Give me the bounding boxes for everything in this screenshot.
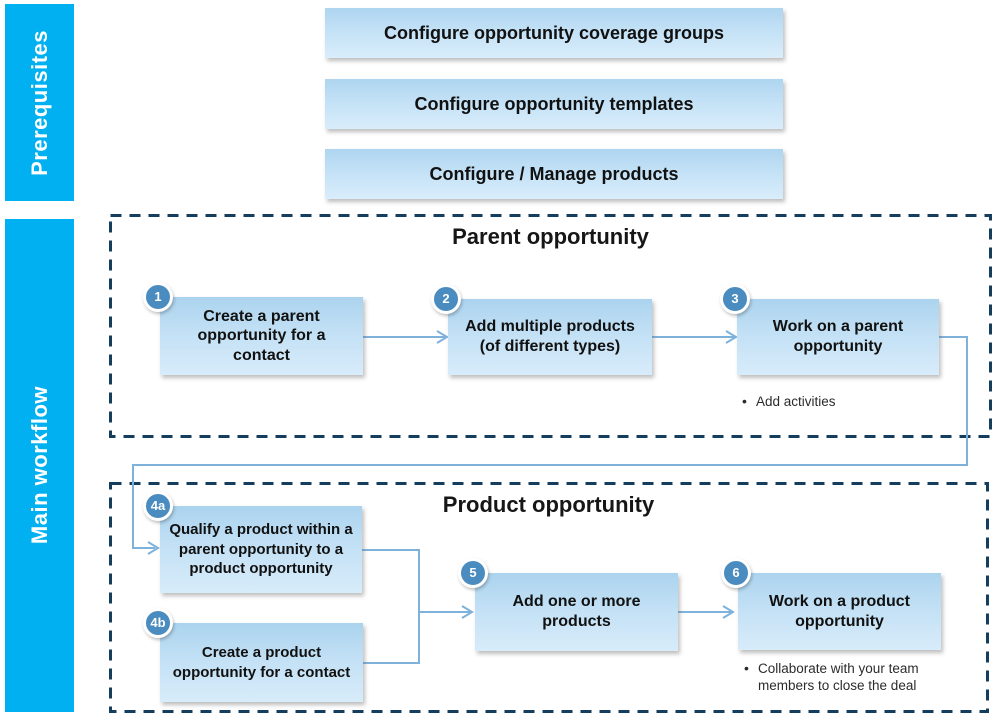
prerequisite-box-coverage-groups: Configure opportunity coverage groups [325, 8, 783, 58]
step-badge-6: 6 [721, 558, 751, 588]
step-label-5: Add one or more products [512, 593, 641, 630]
step-box-3: 3 Work on a parent opportunity [720, 284, 939, 375]
prerequisites-sidebar-label: Prerequisites [26, 29, 52, 176]
step-box-2: 2 Add multiple products (of different ty… [431, 284, 652, 375]
step-badge-4a: 4a [143, 491, 173, 521]
step-badge-3: 3 [720, 284, 750, 314]
prerequisite-label: Configure opportunity coverage groups [383, 22, 724, 43]
connector-step4a-merge [362, 549, 420, 612]
step-label-3: Work on a parent opportunity [772, 318, 904, 355]
step-box-4a: 4a Qualify a product within a parent opp… [143, 491, 362, 593]
prerequisite-label: Configure opportunity templates [414, 93, 694, 114]
arrowhead-step5 [461, 605, 474, 619]
step-box-6: 6 Work on a product opportunity [721, 558, 941, 650]
step-label-6: Work on a product opportunity [768, 592, 911, 630]
prerequisite-box-products: Configure / Manage products [325, 149, 783, 199]
arrowhead-step3 [725, 330, 738, 344]
step-badge-1: 1 [143, 282, 173, 312]
arrowhead-step4a [147, 541, 160, 555]
step-box-5: 5 Add one or more products [458, 558, 678, 651]
connector-step4b-merge [363, 612, 420, 664]
step-badge-2: 2 [431, 284, 461, 314]
step-label-4a: Qualify a product within a parent opport… [169, 521, 353, 578]
prerequisite-label: Configure / Manage products [429, 163, 679, 184]
parent-section-title: Parent opportunity [452, 224, 649, 249]
main-workflow-sidebar-label: Main workflow [26, 386, 52, 545]
arrowhead-step6 [722, 605, 735, 619]
main-workflow-sidebar-bar: Main workflow [5, 219, 74, 712]
step-3-note: Add activities [740, 393, 950, 411]
product-section-title: Product opportunity [442, 492, 655, 517]
step-box-4b: 4b Create a product opportunity for a co… [143, 608, 363, 702]
step-label-2: Add multiple products (of different type… [465, 318, 635, 355]
prerequisite-box-templates: Configure opportunity templates [325, 79, 783, 129]
prerequisites-sidebar-bar: Prerequisites [5, 4, 74, 201]
step-label-4b: Create a product opportunity for a conta… [172, 644, 351, 681]
step-badge-5: 5 [458, 558, 488, 588]
arrowhead-step2 [436, 330, 449, 344]
step-box-1: 1 Create a parent opportunity for a cont… [143, 282, 363, 375]
step-badge-4b: 4b [143, 608, 173, 638]
step-6-note: Collaborate with your team members to cl… [742, 660, 920, 695]
step-label-1: Create a parent opportunity for a contac… [197, 307, 326, 364]
